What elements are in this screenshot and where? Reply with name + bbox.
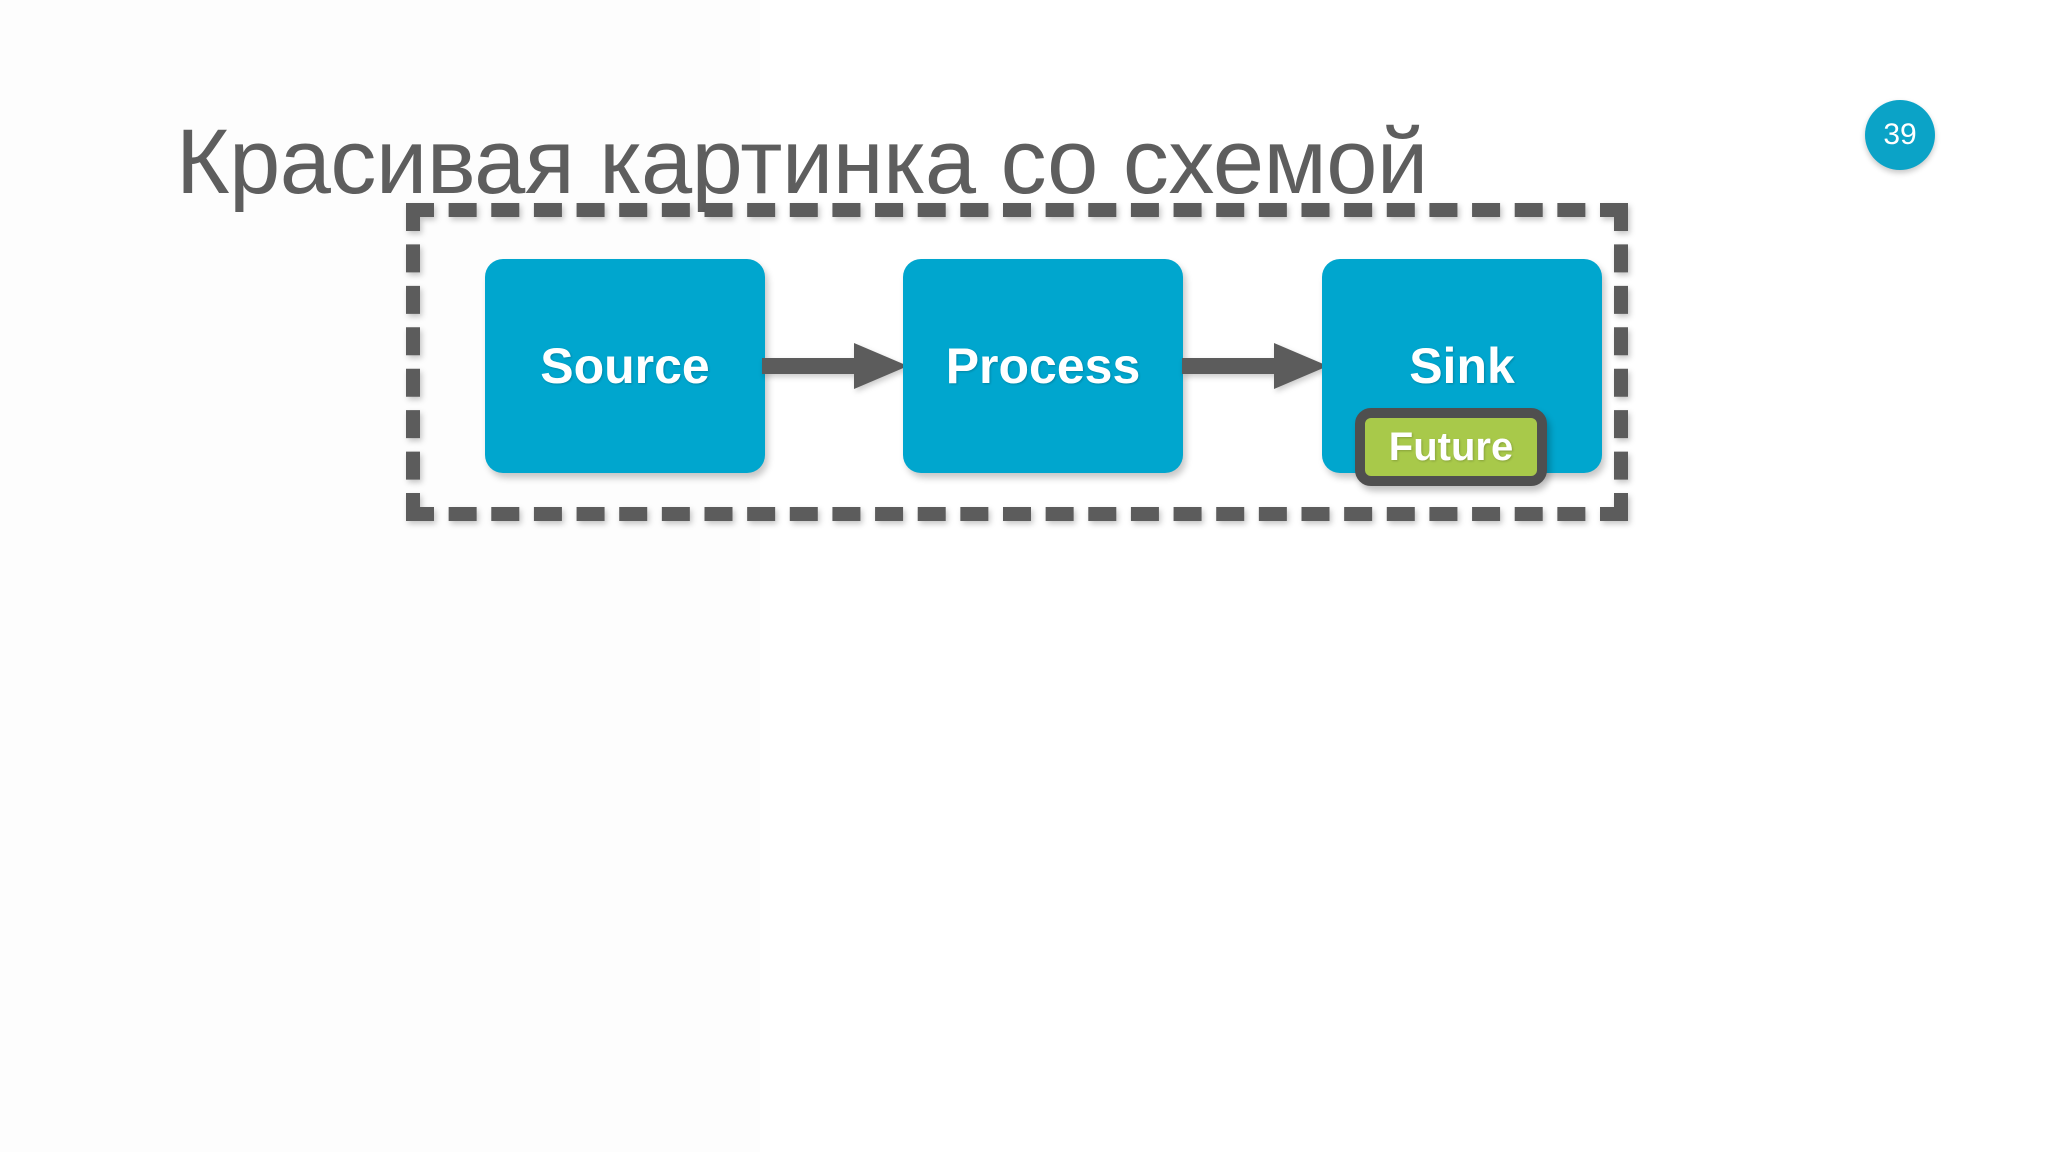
page-title: Красивая картинка со схемой (176, 110, 1428, 213)
diagram-node-source[interactable]: Source (485, 259, 765, 473)
arrow-source-to-process (762, 343, 908, 389)
page-number-badge: 39 (1865, 100, 1935, 170)
diagram-node-process[interactable]: Process (903, 259, 1183, 473)
future-badge[interactable]: Future (1355, 408, 1547, 486)
diagram-node-label: Source (540, 338, 710, 394)
diagram-node-label: Process (945, 338, 1141, 394)
pipeline-group-frame (406, 203, 1628, 521)
diagram-node-label: Sink (1409, 338, 1515, 394)
page-number-label: 39 (1883, 118, 1917, 151)
arrow-process-to-sink (1182, 343, 1328, 389)
future-badge-label: Future (1388, 425, 1514, 469)
